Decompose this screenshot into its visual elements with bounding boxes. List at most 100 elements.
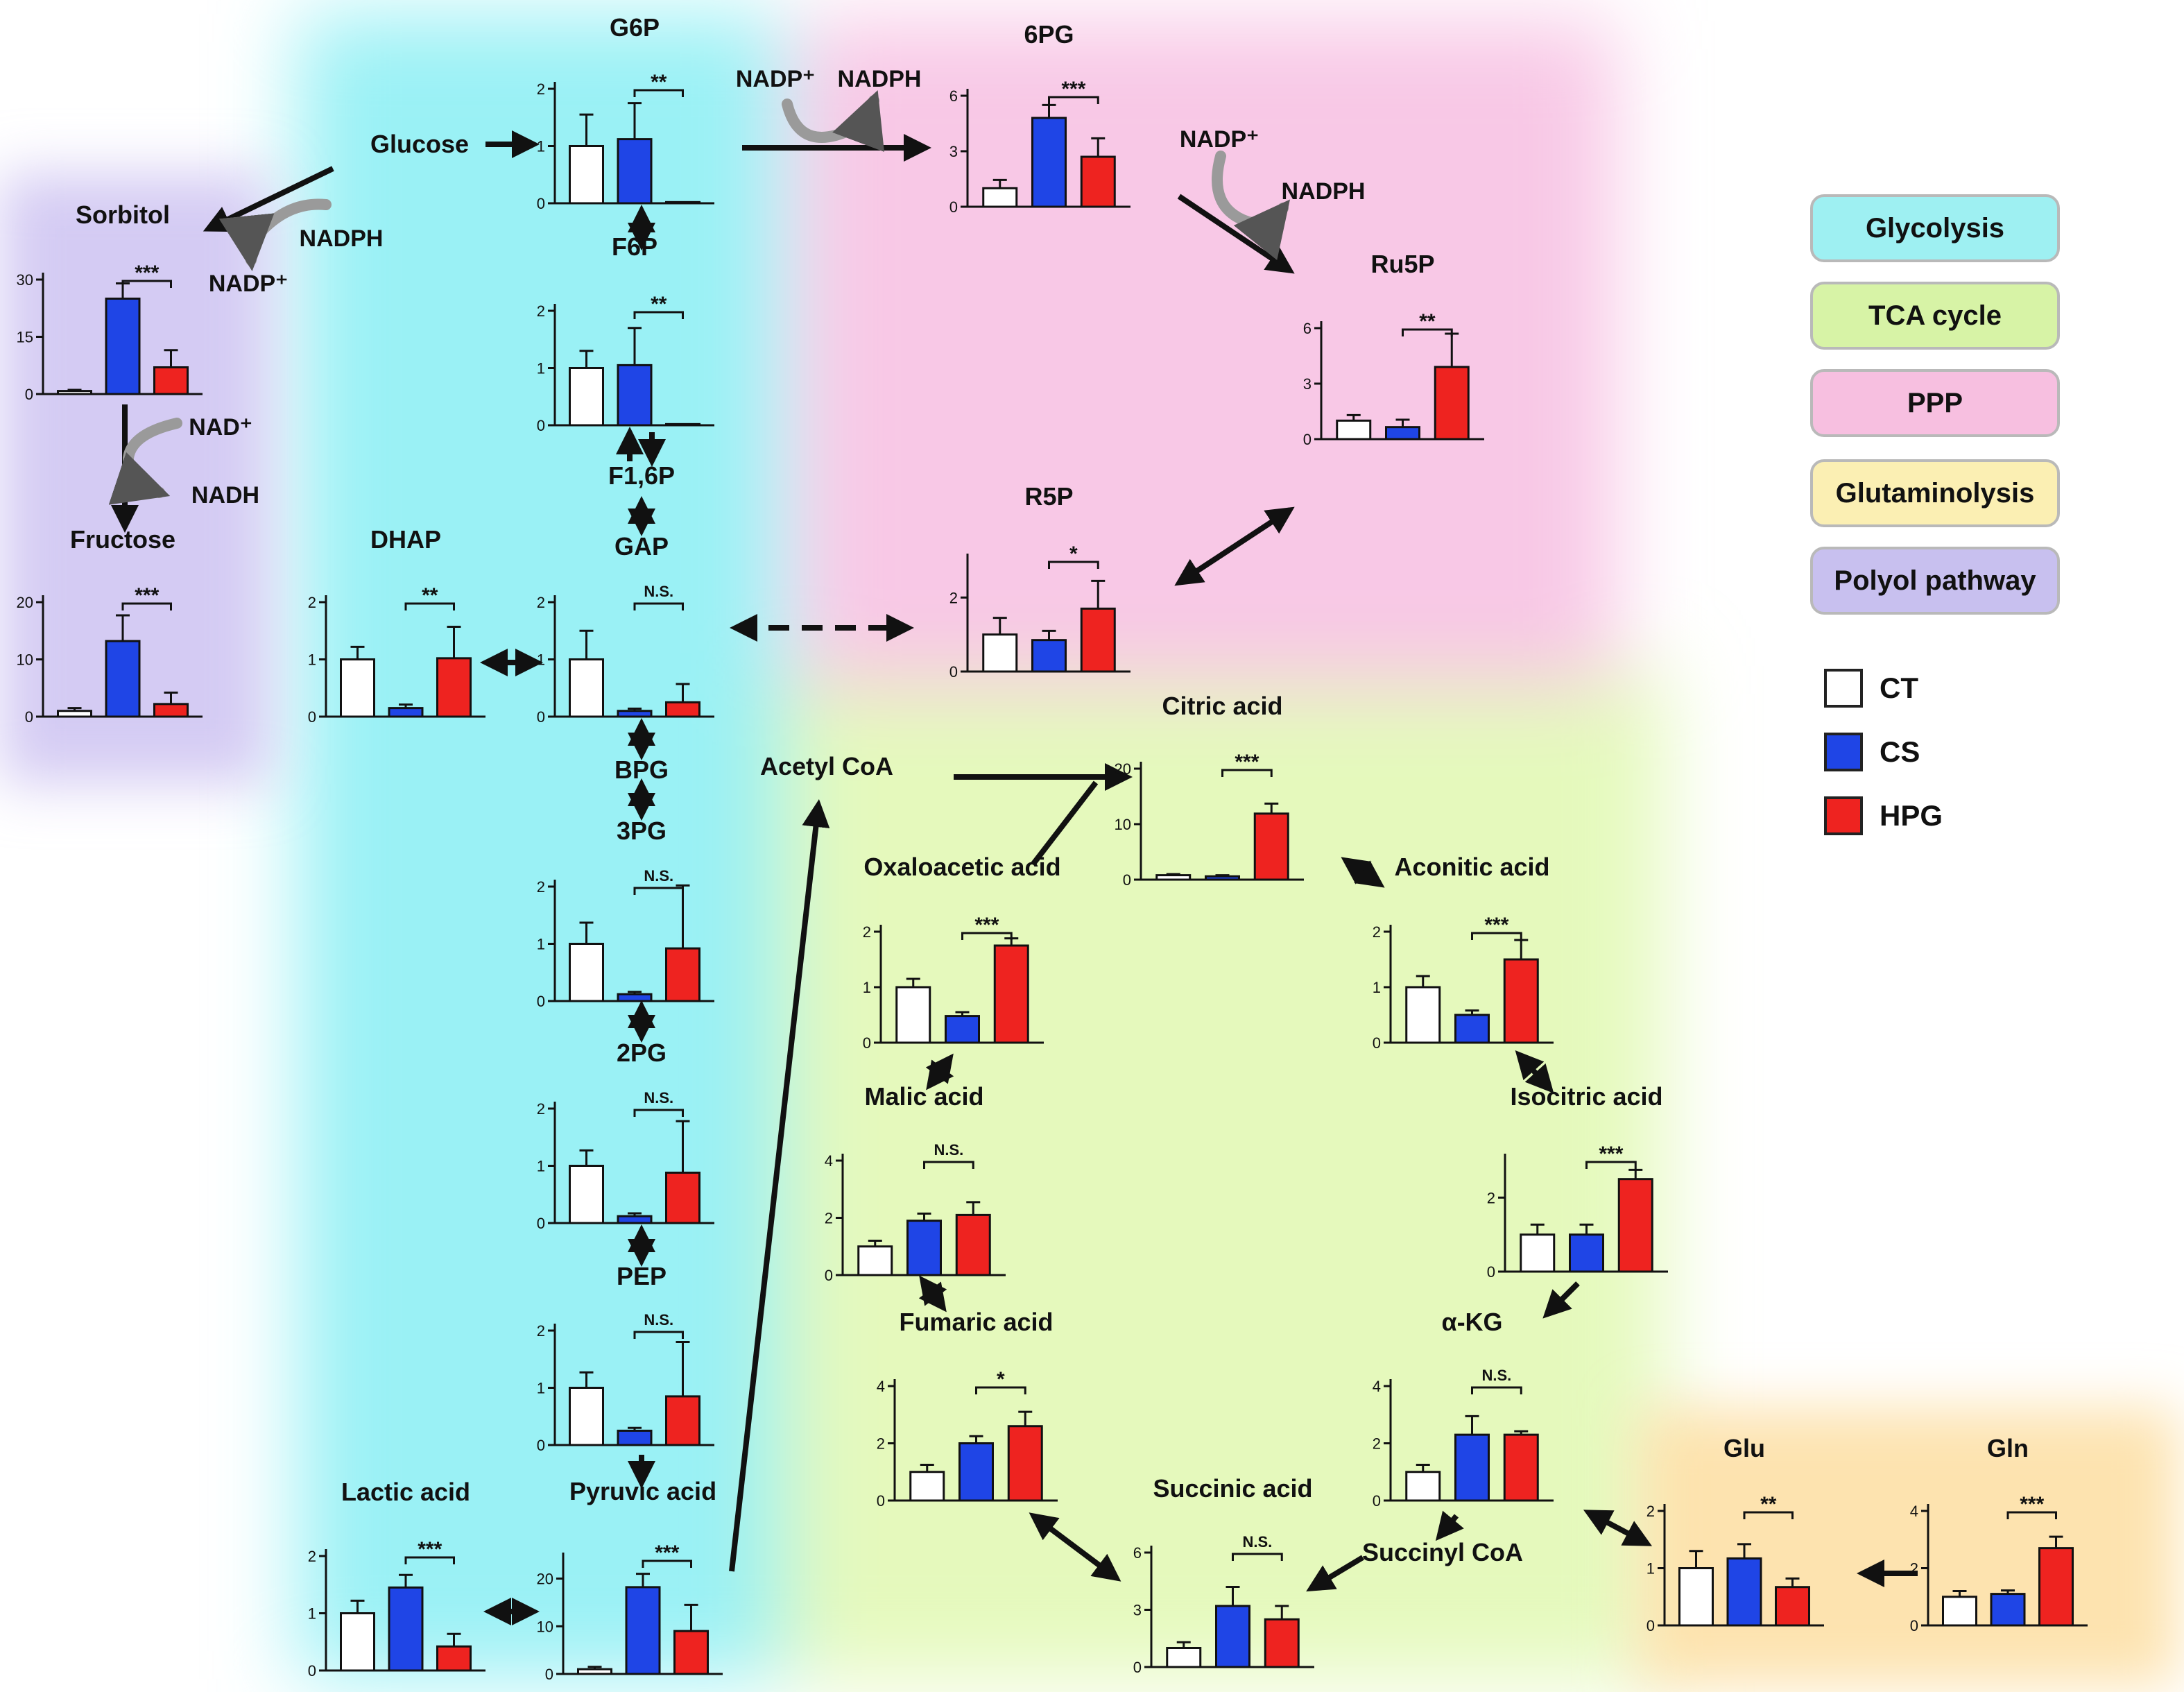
y-tick-label: 1	[1646, 1560, 1655, 1578]
bar-cs	[1031, 639, 1067, 673]
y-tick-label: 0	[949, 198, 958, 216]
bar-cs	[1454, 1433, 1490, 1502]
y-tick-label: 0	[1373, 1034, 1381, 1052]
y-tick-label: 0	[1646, 1617, 1655, 1634]
chart-title: G6P	[610, 13, 660, 42]
metabolite-label-nadh: NADH	[191, 482, 259, 509]
bar-ct	[57, 710, 92, 718]
y-tick-label: 20	[17, 594, 33, 611]
significance-bracket	[633, 89, 684, 97]
y-tick-label: 0	[537, 993, 545, 1010]
significance-label: **	[651, 71, 667, 94]
significance-label: **	[422, 584, 438, 607]
y-tick-label: 2	[537, 878, 545, 896]
y-tick-label: 2	[537, 1100, 545, 1118]
legend-label: CT	[1880, 672, 1918, 704]
bar-ct	[57, 390, 92, 395]
bar-hpg	[1080, 155, 1116, 208]
chart-title: Aconitic acid	[1394, 853, 1549, 881]
significance-label: **	[651, 293, 667, 316]
legend-glutaminolysis: Glutaminolysis	[1810, 459, 2060, 527]
y-tick-label: 6	[1133, 1544, 1142, 1562]
significance-label: N.S.	[1242, 1533, 1272, 1550]
cofactor-arrow-6pg-ru5p	[1212, 151, 1291, 260]
legend-swatch-cs	[1824, 733, 1863, 771]
bar-ct	[569, 367, 604, 427]
bar-ct	[340, 658, 375, 718]
bar-ct	[1405, 986, 1441, 1044]
y-tick-label: 0	[537, 417, 545, 434]
bar-ct	[569, 1387, 604, 1446]
chart-title: Lactic acid	[341, 1478, 470, 1506]
chart-title: Malic acid	[864, 1082, 983, 1111]
arrow-oaa-malic	[925, 1053, 954, 1091]
bar-cs	[1726, 1557, 1762, 1627]
bar-ct	[569, 1165, 604, 1224]
y-tick-label: 6	[949, 87, 958, 105]
arrow-akg-succinylcoa	[1435, 1510, 1464, 1541]
metabolite-label-pep: PEP	[617, 1262, 667, 1290]
bar-hpg	[1503, 958, 1539, 1044]
significance-label: ***	[1484, 914, 1508, 937]
significance-label: ***	[2020, 1493, 2044, 1516]
y-tick-label: 2	[537, 594, 545, 611]
metabolite-label-nad: NAD⁺	[189, 414, 252, 441]
bar-hpg	[1080, 607, 1116, 673]
y-tick-label: 0	[25, 708, 33, 726]
legend-label: TCA cycle	[1868, 300, 2002, 331]
bar-hpg	[665, 200, 700, 205]
y-tick-label: 1	[863, 979, 871, 996]
chart-title: Citric acid	[1162, 692, 1282, 720]
y-tick-label: 2	[537, 80, 545, 98]
significance-label: *	[1069, 542, 1078, 565]
significance-bracket	[1221, 769, 1273, 777]
significance-label: ***	[1599, 1143, 1623, 1165]
chart-g6p: 012**G6P	[537, 13, 714, 212]
metabolite-label-nadp: NADP⁺	[209, 271, 288, 297]
metabolite-label-nadph: NADPH	[838, 66, 922, 92]
y-tick-label: 2	[1373, 1435, 1381, 1453]
significance-bracket	[975, 1386, 1026, 1394]
bar-hpg	[153, 703, 189, 718]
bar-cs	[388, 707, 424, 718]
bar-ct	[340, 1612, 375, 1672]
chart-title: Glu	[1723, 1434, 1765, 1462]
chart-ru5p: 036**Ru5P	[1303, 250, 1484, 448]
legend-swatch-ct	[1824, 669, 1863, 708]
metabolite-label-pg3: 3PG	[617, 817, 667, 845]
chart-title: Pyruvic acid	[569, 1477, 716, 1505]
y-tick-label: 4	[825, 1152, 833, 1170]
cofactor-arrow-sorbitol	[218, 198, 332, 271]
bar-ct	[857, 1245, 893, 1276]
y-tick-label: 3	[949, 143, 958, 160]
significance-bracket	[1743, 1511, 1794, 1519]
y-tick-label: 1	[537, 651, 545, 669]
bar-cs	[1385, 426, 1420, 441]
y-tick-label: 2	[863, 923, 871, 941]
y-tick-label: 0	[537, 1437, 545, 1454]
bar-hpg	[436, 1645, 472, 1672]
metabolite-label-nadp: NADP⁺	[1180, 126, 1259, 153]
glutaminolysis-region	[1637, 1408, 2178, 1686]
significance-label: **	[1419, 310, 1436, 333]
significance-bracket	[923, 1161, 974, 1169]
significance-bracket	[2006, 1511, 2057, 1519]
y-tick-label: 4	[1910, 1503, 1918, 1520]
legend-label: Glutaminolysis	[1835, 477, 2035, 509]
arrow-aconitic-isocitric	[1515, 1050, 1554, 1093]
bar-hpg	[1253, 812, 1289, 881]
metabolite-label-nadph: NADPH	[300, 225, 384, 252]
y-tick-label: 1	[537, 360, 545, 377]
y-tick-label: 2	[1646, 1503, 1655, 1520]
significance-label: N.S.	[644, 1311, 673, 1328]
y-tick-label: 4	[1373, 1378, 1381, 1395]
y-tick-label: 2	[537, 1322, 545, 1340]
y-tick-label: 10	[1115, 816, 1131, 833]
y-tick-label: 2	[825, 1210, 833, 1227]
chart-title: F6P	[612, 232, 657, 261]
legend-glycolysis: Glycolysis	[1810, 194, 2060, 262]
